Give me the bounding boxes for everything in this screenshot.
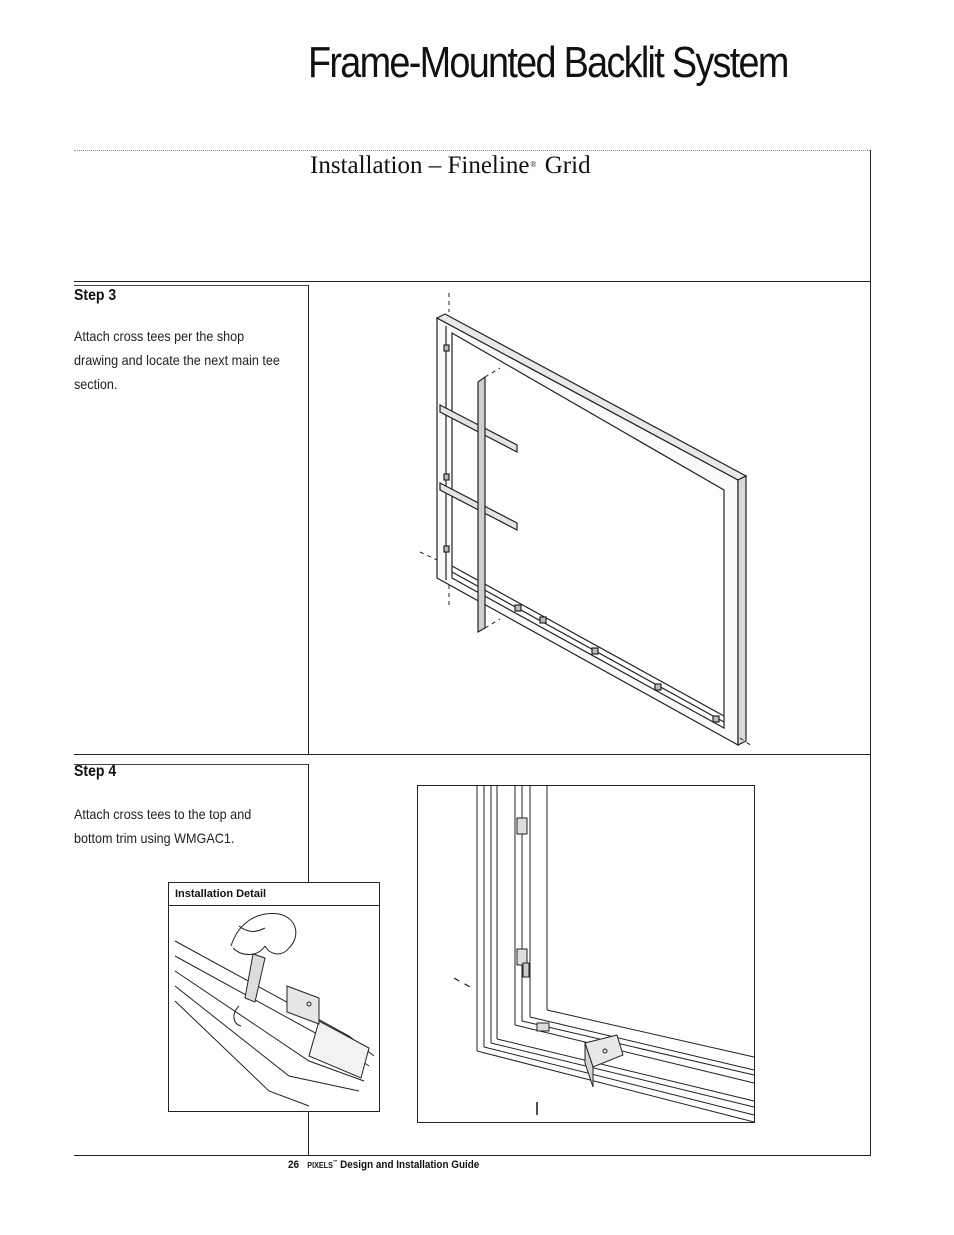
registered-mark: ®: [530, 160, 537, 169]
page-number: 26: [288, 1159, 300, 1171]
installation-detail-label: Installation Detail: [169, 883, 379, 906]
installation-detail-box: Installation Detail: [168, 882, 380, 1112]
right-border: [870, 150, 871, 1156]
column-divider-step4-bottom: [308, 1110, 309, 1155]
divider-middle: [74, 754, 870, 755]
footer-brand: Pixels: [307, 1161, 333, 1170]
step3-text: Attach cross tees per the shop drawing a…: [74, 328, 280, 392]
page-footer: 26 Pixels™ Design and Installation Guide: [288, 1159, 479, 1171]
step4-corner-illustration: [417, 785, 755, 1123]
step4-heading: Step 4: [74, 763, 117, 780]
step4-heading-rule: [74, 764, 308, 765]
dotted-divider: [74, 150, 870, 151]
step3-heading: Step 3: [74, 287, 117, 304]
trademark-mark: ™: [332, 1159, 338, 1166]
section-title-prefix: Installation – Fineline: [310, 152, 530, 179]
footer-guide-title: Design and Installation Guide: [340, 1159, 480, 1171]
section-title-suffix: Grid: [538, 152, 591, 179]
step4-text: Attach cross tees to the top and bottom …: [74, 806, 252, 846]
page-title: Frame-Mounted Backlit System: [308, 38, 789, 87]
column-divider-step4-top: [308, 764, 309, 882]
step3-heading-rule: [74, 285, 308, 286]
column-divider-step3: [308, 285, 309, 754]
divider-bottom: [74, 1155, 870, 1156]
divider-top: [74, 281, 870, 282]
section-title: Installation – Fineline® Grid: [310, 152, 591, 180]
installation-detail-illustration: [174, 912, 375, 1107]
